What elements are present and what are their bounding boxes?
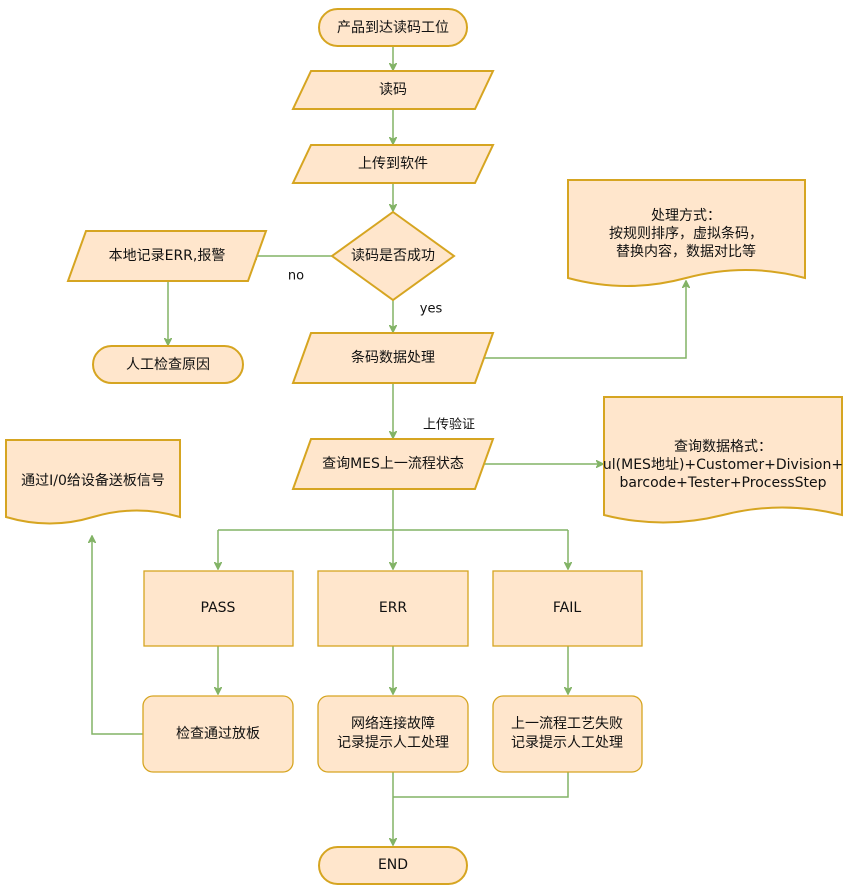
query-note-line-1: 查询数据格式： <box>674 439 772 455</box>
query-note-node: 查询数据格式： ul(MES地址)+Customer+Division+ bar… <box>603 396 843 524</box>
err-action-line-2: 记录提示人工处理 <box>337 735 449 751</box>
start-node-label: 产品到达读码工位 <box>337 19 449 36</box>
local-err-node: 本地记录ERR,报警 <box>66 230 268 282</box>
read-node: 读码 <box>291 70 495 110</box>
fail-action-line-1: 上一流程工艺失败 <box>511 716 623 732</box>
local-err-node-label: 本地记录ERR,报警 <box>109 248 226 264</box>
err-node-label: ERR <box>379 600 408 616</box>
err-action-line-1: 网络连接故障 <box>351 715 435 732</box>
edges <box>92 46 686 845</box>
proc-note-node: 处理方式： 按规则排序，虚拟条码， 替换内容，数据对比等 <box>567 179 806 287</box>
proc-note-line-2: 按规则排序，虚拟条码， <box>609 225 763 242</box>
io-note-node: 通过I/0给设备送板信号 <box>5 439 181 525</box>
query-mes-node: 查询MES上一流程状态 <box>291 438 495 490</box>
barcode-proc-node: 条码数据处理 <box>291 332 495 384</box>
upload-node: 上传到软件 <box>291 144 495 184</box>
decision-node: 读码是否成功 <box>330 210 456 302</box>
fail-node: FAIL <box>492 570 643 647</box>
query-mes-node-label: 查询MES上一流程状态 <box>322 456 464 472</box>
edge-querymes-branch <box>218 489 568 531</box>
query-note-line-2: ul(MES地址)+Customer+Division+ <box>603 457 843 473</box>
end-node: END <box>318 846 468 885</box>
edge-failaction-merge <box>393 772 569 798</box>
decision-node-label: 读码是否成功 <box>351 247 435 264</box>
edge-label-yes: yes <box>420 302 443 317</box>
edge-label-upload-verify: 上传验证 <box>423 417 475 433</box>
pass-action-node-label: 检查通过放板 <box>176 726 260 742</box>
end-node-label: END <box>378 857 408 873</box>
pass-node-label: PASS <box>201 600 236 616</box>
fail-action-line-2: 记录提示人工处理 <box>511 735 623 751</box>
query-note-line-3: barcode+Tester+ProcessStep <box>619 475 826 491</box>
edge-barcode-procnote <box>478 281 686 359</box>
start-node: 产品到达读码工位 <box>318 8 468 47</box>
edge-label-no: no <box>288 269 304 284</box>
err-action-node: 网络连接故障 记录提示人工处理 <box>317 695 469 773</box>
upload-node-label: 上传到软件 <box>358 156 428 172</box>
io-note-node-label: 通过I/0给设备送板信号 <box>21 472 165 489</box>
read-node-label: 读码 <box>379 81 407 98</box>
fail-action-node: 上一流程工艺失败 记录提示人工处理 <box>492 695 643 773</box>
manual-check-node: 人工检查原因 <box>92 345 244 384</box>
barcode-proc-node-label: 条码数据处理 <box>351 349 435 366</box>
fail-node-label: FAIL <box>553 600 581 616</box>
edge-passaction-ionote <box>92 536 143 735</box>
proc-note-line-1: 处理方式： <box>651 208 721 224</box>
err-node: ERR <box>317 570 469 647</box>
proc-note-line-3: 替换内容，数据对比等 <box>616 243 756 260</box>
manual-check-node-label: 人工检查原因 <box>126 357 210 373</box>
pass-node: PASS <box>143 570 294 647</box>
pass-action-node: 检查通过放板 <box>142 695 294 773</box>
